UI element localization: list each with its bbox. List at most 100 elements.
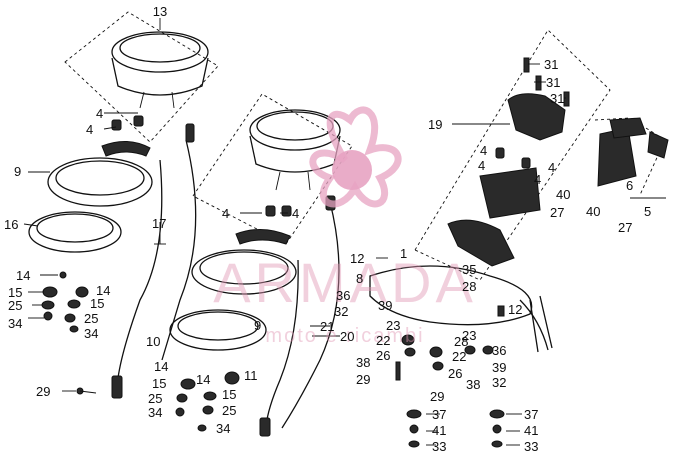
callout-21: 21 <box>320 319 334 334</box>
callout-4: 4 <box>478 158 485 173</box>
callout-27: 27 <box>618 220 632 235</box>
meter-cable-center-b <box>265 259 299 427</box>
callout-33: 33 <box>432 439 446 454</box>
callout-27: 27 <box>550 205 564 220</box>
callout-34: 34 <box>8 316 22 331</box>
callout-39: 39 <box>492 360 506 375</box>
callout-29: 29 <box>36 384 50 399</box>
callout-36: 36 <box>336 288 350 303</box>
callout-38: 38 <box>356 355 370 370</box>
mount-bracket-lower <box>447 219 515 267</box>
meter-bracket-center <box>235 229 291 245</box>
callout-31: 31 <box>546 75 560 90</box>
callout-13: 13 <box>153 4 167 19</box>
leader-lines <box>23 18 666 446</box>
callout-11: 11 <box>244 368 258 383</box>
meter-cover-left <box>28 211 122 253</box>
watermark-brand: ARMADA <box>213 251 477 314</box>
meter-bracket-left <box>101 141 151 157</box>
callout-9: 9 <box>14 164 21 179</box>
callout-14: 14 <box>16 268 30 283</box>
callout-6: 6 <box>626 178 633 193</box>
callout-35: 35 <box>462 262 476 277</box>
callout-25: 25 <box>84 311 98 326</box>
callout-40: 40 <box>586 204 600 219</box>
callout-31: 31 <box>544 57 558 72</box>
meter-case-left <box>111 31 209 73</box>
callout-14: 14 <box>154 359 168 374</box>
meter-face-left <box>119 33 201 63</box>
callout-19: 19 <box>428 117 442 132</box>
callout-4: 4 <box>548 160 555 175</box>
callout-4: 4 <box>480 143 487 158</box>
callout-28: 28 <box>462 279 476 294</box>
cable-end <box>111 375 123 399</box>
callout-25: 25 <box>222 403 236 418</box>
callout-15: 15 <box>8 285 22 300</box>
meter-cable-left <box>117 159 163 379</box>
callout-31: 31 <box>550 91 564 106</box>
callout-23: 23 <box>386 318 400 333</box>
watermark-logo <box>309 106 402 208</box>
callout-25: 25 <box>148 391 162 406</box>
callout-29: 29 <box>430 389 444 404</box>
callout-26: 26 <box>376 348 390 363</box>
callout-23: 23 <box>462 328 476 343</box>
frame-center-meter <box>192 93 353 245</box>
callout-40: 40 <box>556 187 570 202</box>
bulb-socket <box>281 205 292 217</box>
callout-34: 34 <box>148 405 162 420</box>
callout-41: 41 <box>524 423 538 438</box>
callout-28: 28 <box>454 334 468 349</box>
screw <box>523 57 530 73</box>
meter-cable-left-b <box>161 139 197 361</box>
left-meter-group <box>28 31 209 399</box>
meter-case-center <box>249 109 341 151</box>
callout-12: 12 <box>508 302 522 317</box>
callout-22: 22 <box>376 333 390 348</box>
callout-37: 37 <box>432 407 446 422</box>
bulb-socket <box>111 119 122 131</box>
callout-15: 15 <box>222 387 236 402</box>
callout-15: 15 <box>152 376 166 391</box>
callout-5: 5 <box>644 204 651 219</box>
callout-14: 14 <box>196 372 210 387</box>
bulb-socket <box>133 115 144 127</box>
callout-34: 34 <box>84 326 98 341</box>
right-cluster-group <box>369 57 669 448</box>
callout-37: 37 <box>524 407 538 422</box>
callout-38: 38 <box>466 377 480 392</box>
meter-cup-left <box>47 157 153 207</box>
callout-25: 25 <box>8 298 22 313</box>
watermark-tagline: moto e ricambi <box>265 325 424 347</box>
mount-bracket-upper <box>507 93 566 141</box>
frame-left-meter <box>64 11 219 143</box>
callout-20: 20 <box>340 329 354 344</box>
meter-cup-center <box>191 249 297 295</box>
screw <box>535 75 542 91</box>
callout-22: 22 <box>452 349 466 364</box>
meter-body-left <box>111 57 209 96</box>
callout-34: 34 <box>216 421 230 436</box>
screw <box>563 91 570 107</box>
meter-body-center <box>249 135 341 173</box>
callout-4: 4 <box>96 106 103 121</box>
center-meter-group <box>169 109 341 437</box>
callout-8: 8 <box>356 271 363 286</box>
callout-26: 26 <box>448 366 462 381</box>
meter-face-center <box>256 111 334 141</box>
callout-4: 4 <box>292 206 299 221</box>
callout-36: 36 <box>492 343 506 358</box>
bulb-socket <box>265 205 276 217</box>
callout-29: 29 <box>356 372 370 387</box>
cable-end <box>259 417 271 437</box>
frame-switch <box>594 117 666 196</box>
callout-14: 14 <box>96 283 110 298</box>
watermark: ARMADA moto e ricambi <box>213 106 477 347</box>
callout-labels: 13 9 16 17 10 29 4 4 14 15 25 34 14 15 2… <box>4 4 651 454</box>
callout-32: 32 <box>492 375 506 390</box>
callout-41: 41 <box>432 423 446 438</box>
callout-9: 9 <box>254 318 261 333</box>
callout-4: 4 <box>222 206 229 221</box>
